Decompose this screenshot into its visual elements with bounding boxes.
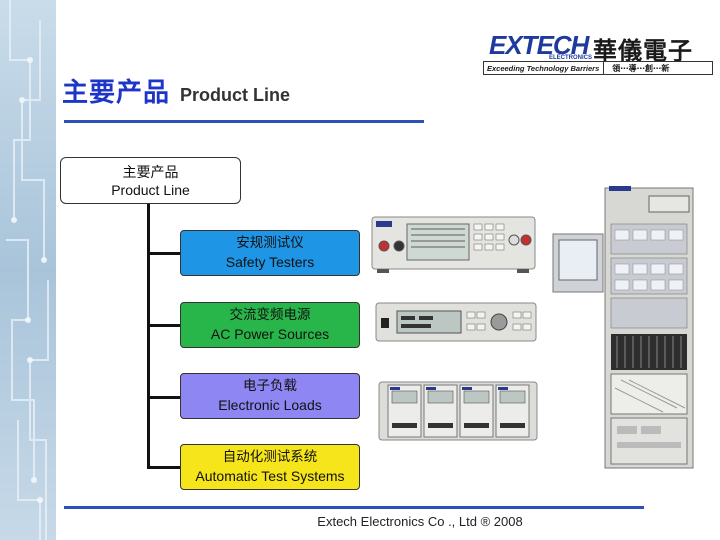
tree-branch-line (147, 396, 181, 399)
node-label-en: Safety Testers (225, 254, 315, 270)
test-system-rack-icon (545, 184, 695, 476)
title-divider (64, 120, 424, 123)
tree-branch-line (147, 324, 181, 327)
footer-divider (64, 506, 644, 509)
electronic-load-device-icon (378, 381, 538, 445)
node-label-cn: 安规测试仪 (236, 235, 304, 251)
safety-tester-device-icon (371, 216, 536, 274)
footer-copyright: Extech Electronics Co ., Ltd ® 2008 (317, 514, 523, 529)
node-label-en: AC Power Sources (210, 326, 330, 342)
node-automatic-test-systems: 自动化测试系统 Automatic Test Systems (180, 444, 360, 490)
node-label-cn: 电子负载 (243, 378, 297, 394)
node-electronic-loads: 电子负载 Electronic Loads (180, 373, 360, 419)
tree-branch-line (147, 466, 181, 469)
node-ac-power-sources: 交流变频电源 AC Power Sources (180, 302, 360, 348)
logo-tagline-bar: Exceeding Technology Barriers 領‧‧‧導‧‧‧創‧… (483, 61, 713, 75)
ac-power-source-device-icon (375, 302, 537, 344)
page-title-cn: 主要产品 (62, 78, 171, 108)
page-title: 主要产品 Product Line (62, 72, 290, 112)
node-label-cn: 交流变频电源 (229, 307, 311, 323)
tree-root: 主要产品 Product Line (60, 157, 241, 204)
tree-branch-line (147, 252, 181, 255)
logo-tagline: Exceeding Technology Barriers (484, 62, 605, 74)
circuit-pattern-icon (6, 0, 49, 540)
circuit-pattern-strip (0, 0, 56, 540)
page-title-en: Product Line (180, 85, 291, 105)
tree-trunk-line (147, 204, 150, 468)
node-label-en: Automatic Test Systems (195, 468, 345, 484)
logo-brand: EXTECH (489, 30, 589, 60)
tree-root-cn: 主要产品 (122, 163, 179, 180)
tree-root-en: Product Line (111, 181, 190, 198)
node-safety-testers: 安规测试仪 Safety Testers (180, 230, 360, 276)
logo-motto: 領‧‧‧導‧‧‧創‧‧‧新 (612, 63, 670, 73)
node-label-cn: 自动化测试系统 (222, 449, 318, 465)
logo-name-cn: 華儀電子 (593, 37, 693, 65)
logo-brand-sub: ELECTRONICS (549, 55, 593, 61)
node-label-en: Electronic Loads (218, 397, 322, 413)
company-logo: EXTECH ELECTRONICS 華儀電子 Exceeding Techno… (483, 28, 713, 78)
